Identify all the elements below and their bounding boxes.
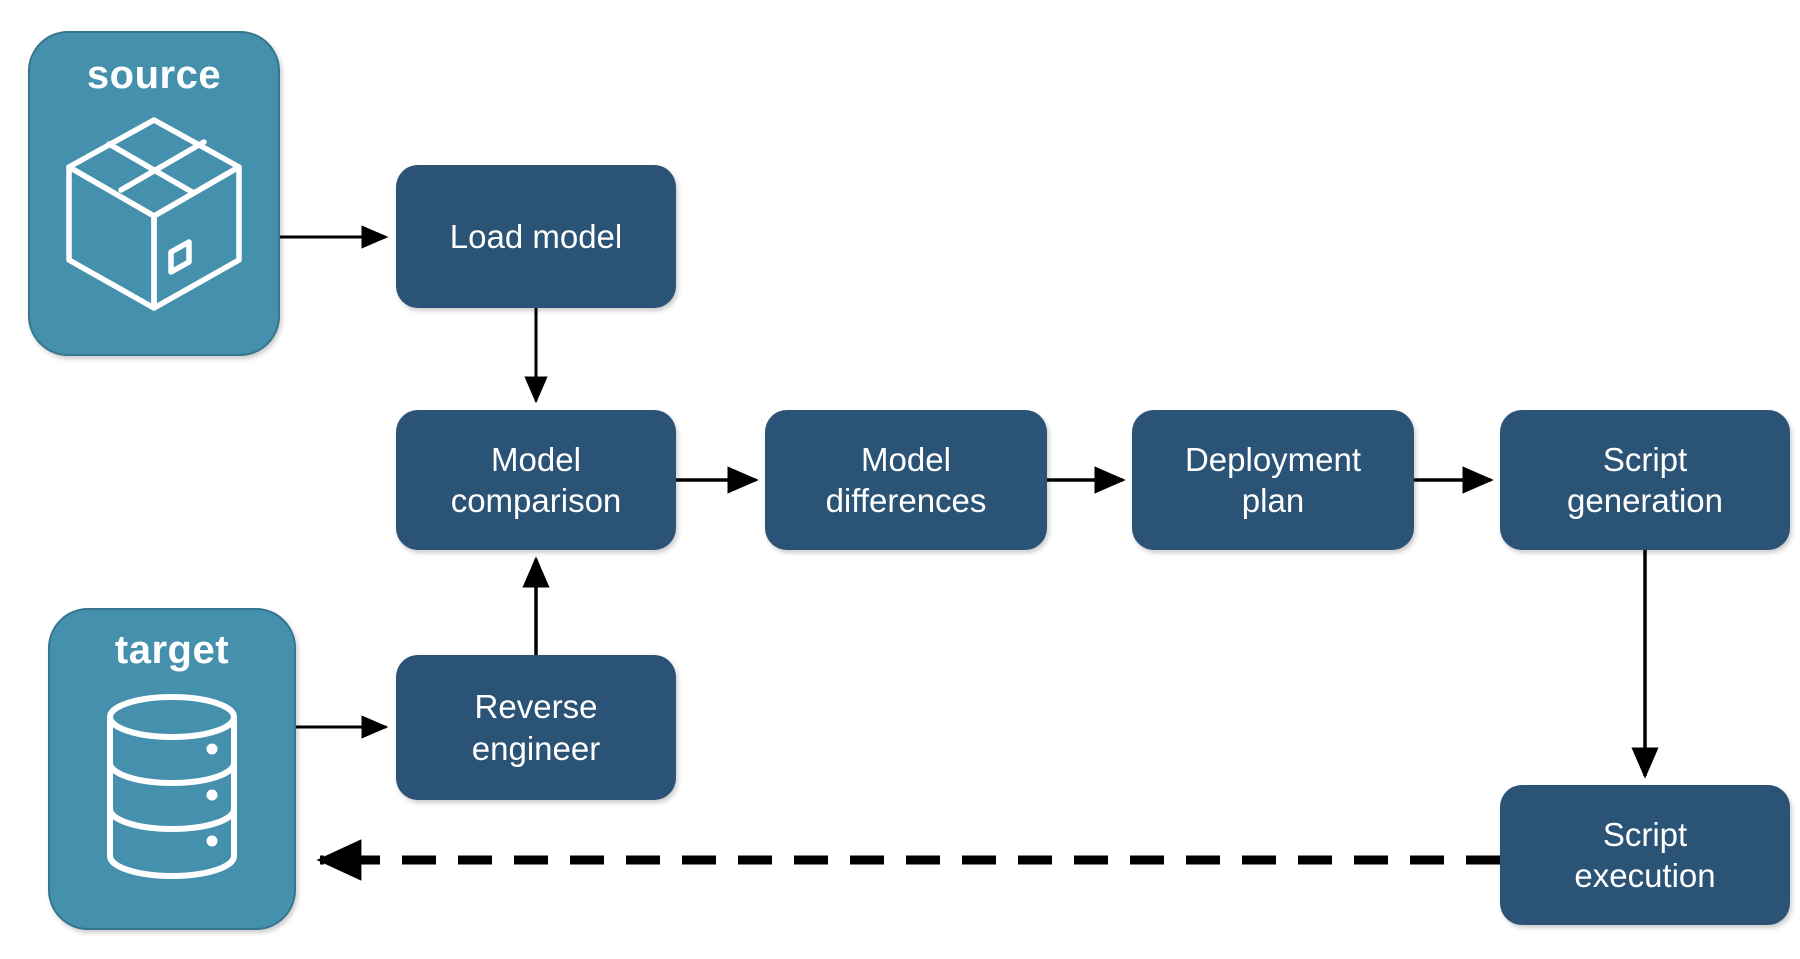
node-source[interactable]: source bbox=[28, 31, 280, 356]
process-script-execution[interactable]: Script execution bbox=[1500, 785, 1790, 925]
target-label: target bbox=[114, 628, 230, 672]
database-cylinder-icon bbox=[50, 670, 294, 902]
source-label: source bbox=[86, 53, 222, 97]
process-reverse-engineer[interactable]: Reverse engineer bbox=[396, 655, 676, 800]
process-model-differences[interactable]: Model differences bbox=[765, 410, 1047, 550]
process-deployment-plan[interactable]: Deployment plan bbox=[1132, 410, 1414, 550]
process-script-generation[interactable]: Script generation bbox=[1500, 410, 1790, 550]
process-load-model[interactable]: Load model bbox=[396, 165, 676, 308]
node-target[interactable]: target bbox=[48, 608, 296, 930]
package-box-icon bbox=[30, 95, 278, 328]
process-model-comparison[interactable]: Model comparison bbox=[396, 410, 676, 550]
